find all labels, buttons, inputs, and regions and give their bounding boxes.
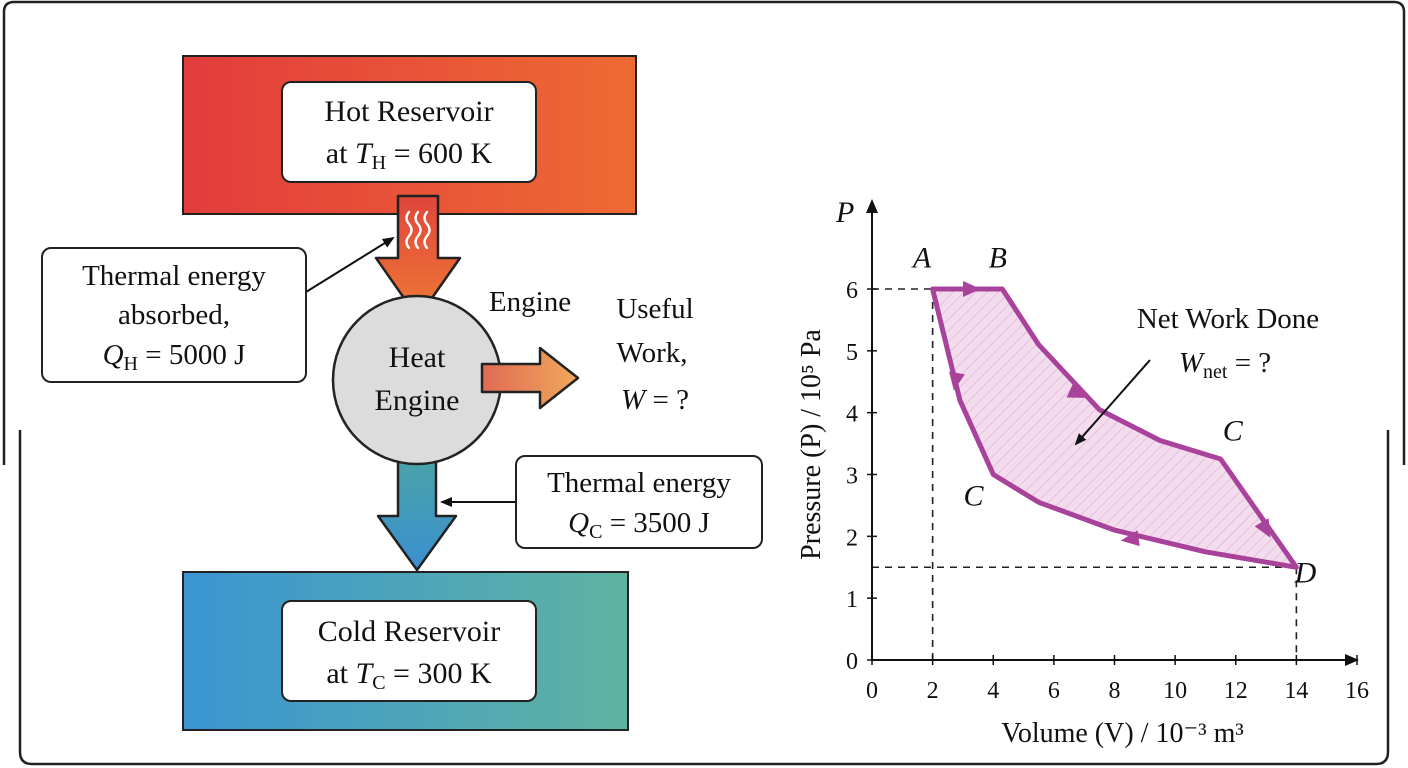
cycle-direction-arrows bbox=[949, 281, 1271, 547]
work-line1: Useful bbox=[616, 293, 693, 325]
point-label-b: B bbox=[989, 241, 1007, 274]
x-tick-label: 10 bbox=[1163, 678, 1187, 704]
heat-out-arrow bbox=[376, 456, 458, 572]
work-line2: Work, bbox=[617, 337, 688, 369]
work-arrow bbox=[480, 346, 580, 410]
heat-absorbed-callout: Thermal energy absorbed, QH = 5000 J bbox=[41, 236, 395, 383]
net-work-area bbox=[932, 289, 1297, 568]
x-tick-label: 0 bbox=[866, 678, 878, 704]
engine-title-line1: Heat bbox=[389, 341, 446, 374]
dashed-guide-lines bbox=[872, 288, 1298, 660]
point-label-c: C bbox=[964, 479, 985, 512]
heat-absorbed-line1: Thermal energy bbox=[82, 260, 266, 292]
hot-reservoir-temperature: at TH = 600 K bbox=[326, 137, 493, 174]
cold-reservoir-title: Cold Reservoir bbox=[318, 615, 500, 648]
engine-title-line2: Engine bbox=[375, 384, 460, 417]
net-work-title: Net Work Done bbox=[1137, 303, 1319, 335]
cycle-arrow-5 bbox=[949, 371, 965, 391]
heat-rejected-callout: Thermal energy QC = 3500 J bbox=[440, 455, 763, 549]
x-tick-label: 14 bbox=[1284, 678, 1308, 704]
chart-axes bbox=[866, 199, 1359, 666]
net-work-value: Wnet = ? bbox=[1179, 347, 1271, 383]
cycle-path bbox=[930, 286, 1299, 570]
cold-reservoir: Cold Reservoir at TC = 300 K bbox=[182, 571, 629, 731]
hot-reservoir-title: Hot Reservoir bbox=[324, 95, 493, 128]
x-tick-labels: 0 2 4 6 8 10 12 14 16 bbox=[866, 678, 1369, 704]
y-tick-label: 1 bbox=[846, 587, 858, 613]
cold-reservoir-temperature: at TC = 300 K bbox=[326, 657, 492, 694]
work-value: W = ? bbox=[621, 384, 689, 416]
net-work-annotation: Net Work Done Wnet = ? bbox=[1074, 303, 1319, 446]
state-point-labels: A B C C D bbox=[911, 241, 1317, 589]
y-tick-label: 6 bbox=[846, 278, 858, 304]
heat-rejected-value: QC = 3500 J bbox=[568, 507, 710, 543]
y-tick-label: 5 bbox=[846, 340, 858, 366]
x-tick-label: 2 bbox=[927, 678, 939, 704]
cycle-arrow-3 bbox=[1254, 518, 1271, 538]
y-axis-title: Pressure (P) / 10⁵ Pa bbox=[796, 329, 827, 560]
useful-work-label: Useful Work, W = ? bbox=[616, 293, 693, 416]
y-tick-label: 3 bbox=[846, 464, 858, 490]
y-tick-label: 4 bbox=[846, 402, 858, 428]
heat-absorbed-value: QH = 5000 J bbox=[103, 339, 246, 375]
x-tick-label: 12 bbox=[1224, 678, 1248, 704]
cycle-arrow-2 bbox=[1066, 383, 1087, 398]
y-tick-label: 2 bbox=[846, 525, 858, 551]
x-tick-label: 4 bbox=[987, 678, 999, 704]
x-axis-title: Volume (V) / 10⁻³ m³ bbox=[1001, 718, 1244, 749]
y-tick-label: 0 bbox=[846, 649, 858, 675]
cycle-arrow-4 bbox=[1120, 530, 1140, 547]
heat-rejected-line1: Thermal energy bbox=[547, 467, 731, 499]
heat-waves-icon bbox=[405, 210, 431, 250]
x-tick-label: 16 bbox=[1345, 678, 1369, 704]
y-tick-labels: 0 1 2 3 4 5 6 bbox=[846, 278, 858, 675]
point-label-a: A bbox=[911, 241, 932, 274]
x-tick-label: 8 bbox=[1109, 678, 1121, 704]
heat-absorbed-line2: absorbed, bbox=[118, 299, 230, 331]
net-work-pointer bbox=[1074, 359, 1151, 446]
point-label-c: C bbox=[1223, 414, 1244, 447]
x-tick-label: 6 bbox=[1048, 678, 1060, 704]
cycle-arrow-1 bbox=[963, 281, 981, 297]
engine-side-label: Engine bbox=[489, 286, 571, 318]
heat-engine: Heat Engine Engine bbox=[331, 286, 571, 466]
point-label-d: D bbox=[1294, 557, 1317, 590]
heat-in-arrow bbox=[374, 194, 462, 320]
hot-reservoir: Hot Reservoir at TH = 600 K bbox=[182, 55, 637, 215]
y-axis-letter: P bbox=[835, 196, 854, 229]
